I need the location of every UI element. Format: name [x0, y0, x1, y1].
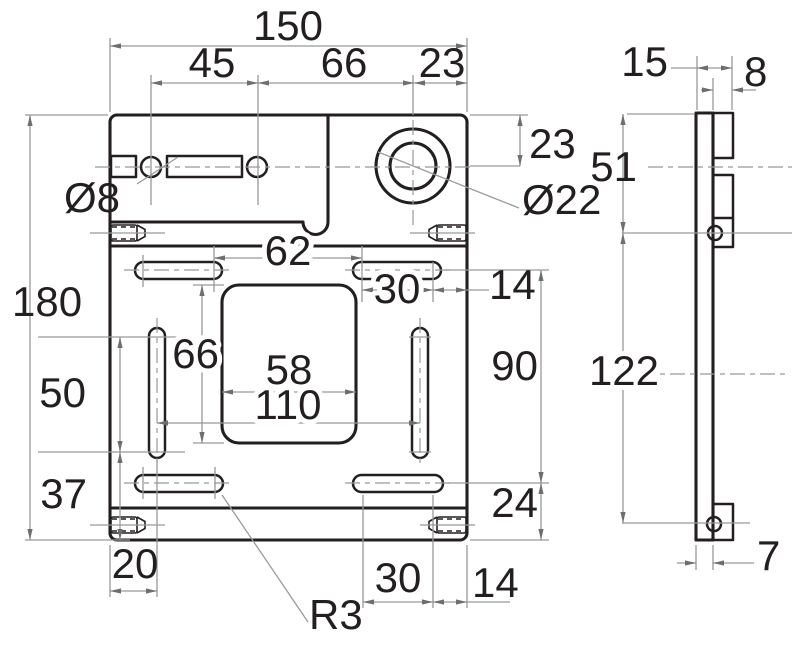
dimension-labels: 150 45 66 23 23 Ø8 Ø22 180 62 30 14 66 5…: [12, 2, 780, 638]
dim-label-window-height: 66: [172, 330, 219, 377]
side-hole-bottom: [705, 515, 723, 533]
dim-label-bottom-left-offset: 20: [112, 540, 159, 587]
side-view: [694, 111, 735, 542]
dim-label-window-width: 58: [266, 346, 313, 393]
dim-label-bore-dia: Ø22: [522, 176, 601, 223]
ext-side-top: [627, 56, 733, 115]
centerlines: [90, 120, 792, 526]
dim-label-slot-end-radius: R3: [309, 591, 363, 638]
ext-bottom-right: [362, 495, 468, 608]
ext-bottom-left: [109, 460, 158, 597]
ext-window-height: [193, 284, 224, 444]
dim-label-hole-to-bore: 66: [321, 39, 368, 86]
dim-label-slot-inner-gap: 62: [265, 227, 312, 274]
ext-total-height: [25, 114, 130, 541]
dim-label-bottom-slot-center-offset: 24: [491, 479, 538, 526]
dim-label-top-hole-offset: 51: [590, 143, 637, 190]
web-profile: [694, 111, 715, 542]
front-view: [108, 113, 469, 542]
ext-top-holes: [150, 75, 414, 205]
dim-label-top-slot-length: 30: [374, 265, 421, 312]
dim-label-top-slot-edge-offset: 14: [489, 261, 536, 308]
dim-label-vslot-length: 50: [39, 369, 86, 416]
dim-label-bottom-slot-edge-offset: 14: [472, 559, 519, 606]
dim-label-boss-depth: 8: [744, 48, 767, 95]
dim-label-vslot-pitch: 110: [255, 381, 322, 428]
dim-label-bore-edge-offset: 23: [419, 39, 466, 86]
bottom-foot: [711, 502, 735, 542]
center-window-cutout: [220, 283, 358, 445]
ext-side-thickness: [695, 545, 714, 570]
ext-right-rows: [445, 269, 549, 541]
dim-label-total-width: 150: [253, 2, 323, 49]
dim-label-total-height: 180: [12, 278, 82, 325]
dim-label-bore-top-offset: 23: [529, 120, 576, 167]
leader-dia8: [136, 156, 179, 185]
leader-r3: [221, 494, 309, 623]
dim-label-flange-depth: 15: [621, 38, 668, 85]
dimension-lines: [27, 43, 756, 623]
dim-label-side-hole-pitch: 122: [589, 347, 659, 394]
leader-dia22: [377, 151, 520, 209]
plate-outline: [108, 113, 469, 542]
ext-bore-top-offset: [470, 114, 528, 167]
ext-top-slots: [213, 246, 434, 302]
extension-lines: [25, 38, 733, 608]
pocket-step-with-corner-relief: [110, 115, 330, 237]
dim-label-vslot-bottom-offset: 37: [40, 470, 87, 517]
dim-label-web-thickness: 7: [757, 532, 780, 579]
slot-arc-center-ticks: [142, 255, 431, 499]
ext-total-width: [109, 38, 468, 112]
thread-hole-centerlines: [90, 232, 475, 526]
ext-vslot-left: [38, 336, 185, 453]
top-boss-lower: [711, 173, 735, 249]
dim-label-slot-row-pitch: 90: [491, 342, 538, 389]
dim-label-bottom-slot-length: 30: [375, 554, 422, 601]
vertical-slot-centerlines: [156, 318, 421, 468]
dim-label-small-hole-dia: Ø8: [64, 174, 120, 221]
dim-label-hole-pitch: 45: [189, 39, 236, 86]
top-boss-upper: [711, 111, 735, 160]
